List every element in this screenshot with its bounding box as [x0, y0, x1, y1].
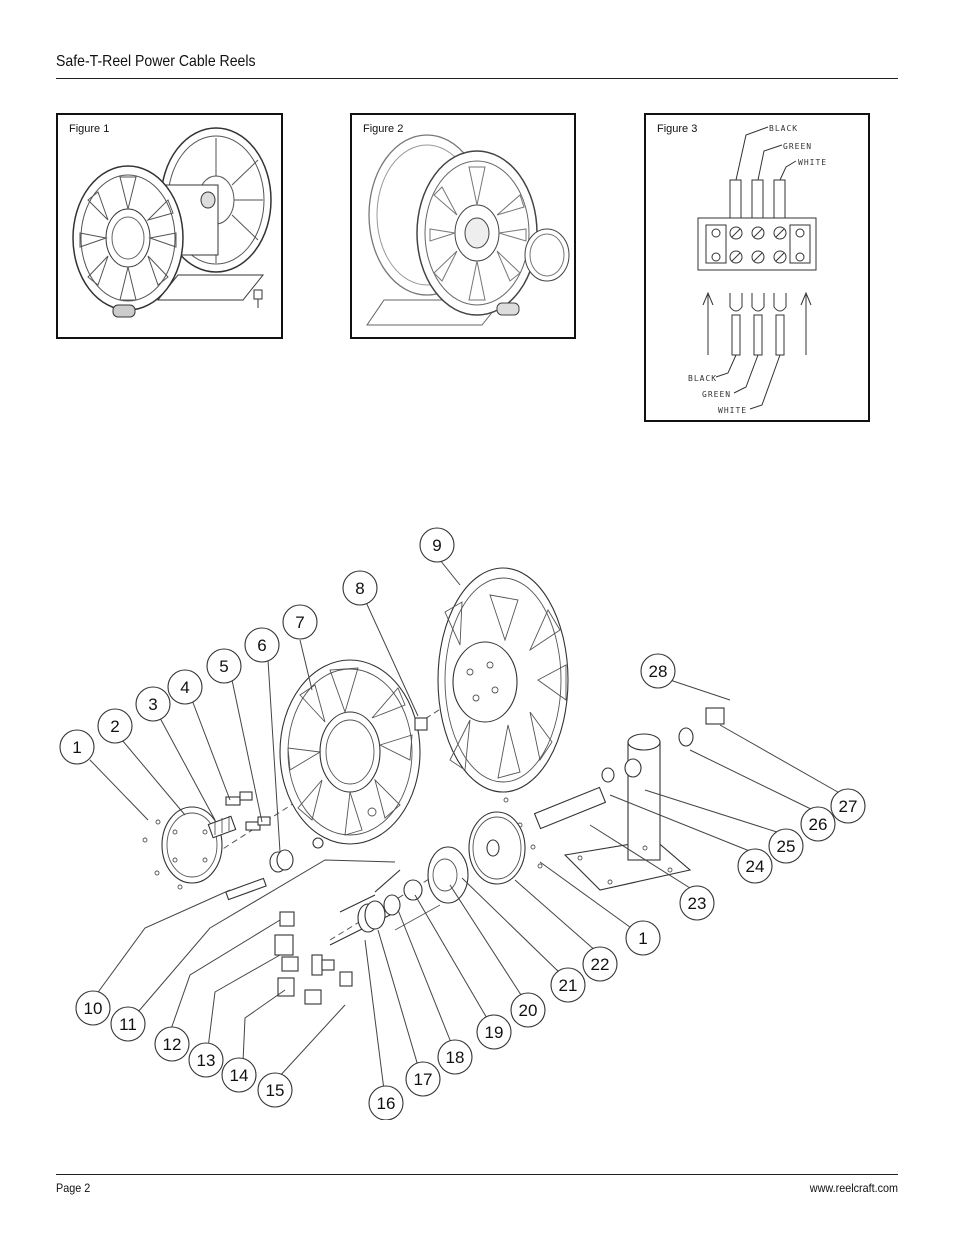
svg-text:20: 20	[519, 1001, 538, 1020]
svg-text:2: 2	[110, 717, 119, 736]
callout-22: 22	[582, 946, 618, 982]
top-label-black: BLACK	[769, 124, 798, 133]
callout-3: 3	[135, 686, 171, 722]
svg-text:3: 3	[148, 695, 157, 714]
callout-8: 8	[342, 570, 378, 606]
figure-1-label: Figure 1	[69, 123, 110, 135]
callout-1: 1	[59, 729, 95, 765]
figure-3-label: Figure 3	[657, 123, 698, 135]
svg-text:10: 10	[84, 999, 103, 1018]
spindle-part	[533, 767, 615, 830]
callout-17: 17	[405, 1061, 441, 1097]
callout-16: 16	[368, 1085, 404, 1120]
slip-ring-shaft-parts	[329, 846, 469, 946]
swivel-part-25	[624, 758, 642, 778]
callout-13: 13	[188, 1042, 224, 1078]
figure-3: Figure 3 BLACK GREEN WHITE	[644, 113, 870, 422]
svg-text:28: 28	[649, 662, 668, 681]
svg-text:16: 16	[377, 1094, 396, 1113]
svg-text:1: 1	[72, 738, 81, 757]
callout-24: 24	[737, 848, 773, 884]
callout-10: 10	[75, 990, 111, 1026]
footer-rule	[56, 1174, 898, 1175]
bottom-label-white: WHITE	[718, 406, 747, 415]
bottom-label-black: BLACK	[688, 374, 717, 383]
svg-text:21: 21	[559, 976, 578, 995]
svg-text:14: 14	[230, 1066, 249, 1085]
callout-27: 27	[830, 788, 866, 824]
fitting-part-27	[705, 707, 725, 725]
callout-25: 25	[768, 828, 804, 864]
callouts: 1 2 3 4 5 6 7 8 9 10 11 12 13 14 15 16 1…	[59, 527, 866, 1120]
page-number: Page 2	[56, 1181, 91, 1195]
callout-14: 14	[221, 1057, 257, 1093]
pedestal-stand-part	[563, 733, 692, 891]
callout-1-right: 1	[625, 920, 661, 956]
svg-text:4: 4	[180, 678, 189, 697]
callout-2: 2	[97, 708, 133, 744]
figure-3-wiring-diagram: BLACK GREEN WHITE	[688, 124, 827, 415]
svg-text:24: 24	[746, 857, 765, 876]
svg-text:17: 17	[414, 1070, 433, 1089]
figure-1: Figure 1	[56, 113, 283, 339]
callout-26: 26	[800, 806, 836, 842]
svg-text:8: 8	[355, 579, 364, 598]
figure-2-reel-drawing	[366, 134, 570, 326]
website-url: www.reelcraft.com	[809, 1181, 898, 1195]
svg-text:13: 13	[197, 1051, 216, 1070]
svg-text:11: 11	[119, 1015, 137, 1034]
callout-12: 12	[154, 1026, 190, 1062]
terminal-block-part	[207, 815, 237, 839]
svg-text:22: 22	[591, 955, 610, 974]
callout-20: 20	[510, 992, 546, 1028]
figure-2-label: Figure 2	[363, 123, 404, 135]
svg-text:23: 23	[688, 894, 707, 913]
callout-18: 18	[437, 1039, 473, 1075]
figure-1-reel-drawing	[72, 127, 272, 318]
hub-plate-part	[468, 811, 526, 885]
cover-plate-part	[161, 806, 223, 884]
brush-holder-parts	[274, 911, 353, 1005]
svg-text:19: 19	[485, 1023, 504, 1042]
rear-flange-part	[437, 567, 569, 793]
callout-7: 7	[282, 604, 318, 640]
figure-2: Figure 2	[350, 113, 576, 339]
svg-text:25: 25	[777, 837, 796, 856]
callout-28: 28	[640, 653, 676, 689]
callout-11: 11	[110, 1006, 146, 1042]
svg-text:15: 15	[266, 1081, 285, 1100]
shaft-pin-part	[225, 877, 267, 901]
top-label-white: WHITE	[798, 158, 827, 167]
screw-part-4	[225, 796, 241, 806]
front-flange-part	[279, 659, 421, 845]
fitting-part-26	[678, 727, 694, 747]
svg-text:18: 18	[446, 1048, 465, 1067]
assembly-centerline	[189, 689, 471, 871]
svg-text:7: 7	[295, 613, 304, 632]
header-rule	[56, 78, 898, 79]
svg-text:9: 9	[432, 536, 441, 555]
top-label-green: GREEN	[783, 142, 812, 151]
svg-text:6: 6	[257, 636, 266, 655]
callout-6: 6	[244, 627, 280, 663]
svg-text:1: 1	[638, 929, 647, 948]
callout-23: 23	[679, 885, 715, 921]
svg-text:5: 5	[219, 657, 228, 676]
callout-4: 4	[167, 669, 203, 705]
screw-part-5	[245, 821, 261, 831]
exploded-parts-diagram: 1 2 3 4 5 6 7 8 9 10 11 12 13 14 15 16 1…	[59, 527, 866, 1120]
callout-5: 5	[206, 648, 242, 684]
callout-19: 19	[476, 1014, 512, 1050]
leader-lines	[89, 559, 844, 1091]
svg-text:26: 26	[809, 815, 828, 834]
nut-part	[414, 717, 428, 731]
callout-21: 21	[550, 967, 586, 1003]
svg-text:27: 27	[839, 797, 858, 816]
callout-15: 15	[257, 1072, 293, 1108]
bottom-label-green: GREEN	[702, 390, 731, 399]
callout-9: 9	[419, 527, 455, 563]
page-header-title: Safe-T-Reel Power Cable Reels	[56, 53, 256, 70]
svg-text:12: 12	[163, 1035, 182, 1054]
